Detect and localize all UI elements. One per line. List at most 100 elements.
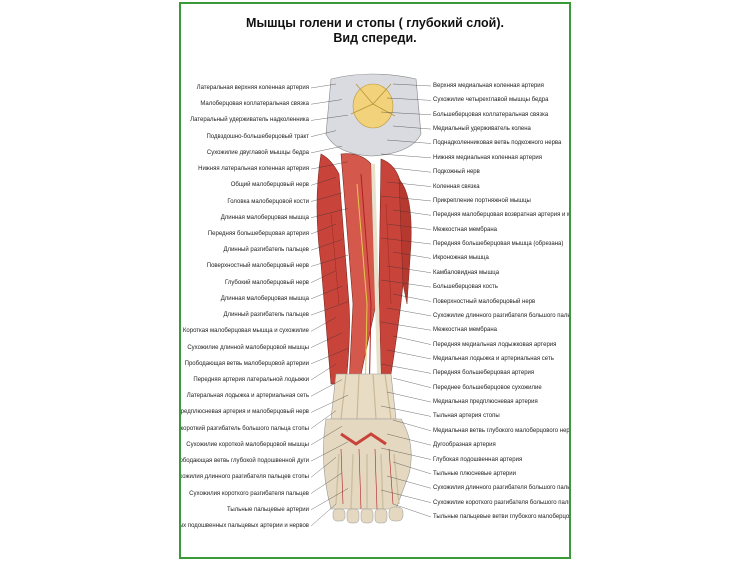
label-right-10: Межкостная мембрана bbox=[433, 226, 497, 233]
label-left-3: Подвздошно-большеберцовый тракт bbox=[206, 133, 309, 140]
leader-line bbox=[392, 251, 432, 259]
artery bbox=[360, 173, 372, 405]
leader-line bbox=[310, 208, 349, 218]
label-right-4: Поднадколенниковая ветвь подкожного нерв… bbox=[433, 140, 562, 147]
label-right-9: Передняя малоберцовая возвратная артерия… bbox=[433, 212, 571, 219]
tibia bbox=[371, 163, 381, 375]
leader-line bbox=[392, 377, 432, 388]
label-right-24: Медиальная ветвь глубокого малоберцового… bbox=[433, 427, 571, 434]
leader-line bbox=[380, 363, 432, 374]
leader-line bbox=[386, 139, 432, 144]
label-left-2: Латеральный удерживатель надколенника bbox=[190, 117, 309, 124]
label-right-18: Передняя медиальная лодыжковая артерия bbox=[433, 341, 557, 348]
label-left-20: Латеральная предплюсневая артерия и мало… bbox=[179, 409, 309, 416]
label-left-24: Сухожилия длинного разгибателя пальцев с… bbox=[179, 474, 309, 481]
leader-line bbox=[310, 114, 349, 121]
label-left-10: Длинный разгибатель пальцев bbox=[223, 247, 310, 254]
label-right-14: Большеберцовая кость bbox=[433, 284, 498, 291]
leader-line bbox=[392, 461, 432, 475]
label-right-23: Тыльная артерия стопы bbox=[433, 413, 500, 420]
leader-line bbox=[310, 130, 337, 137]
leader-line bbox=[380, 237, 432, 245]
leader-line bbox=[310, 379, 343, 397]
label-left-8: Длинная малоберцовая мышца bbox=[220, 214, 309, 221]
patella bbox=[352, 83, 394, 129]
leader-line bbox=[380, 489, 432, 503]
label-left-14: Длинный разгибатель пальцев bbox=[223, 312, 310, 319]
leader-line bbox=[392, 209, 432, 216]
leader-line bbox=[392, 335, 432, 345]
leader-line bbox=[380, 195, 432, 202]
leader-line bbox=[310, 99, 343, 105]
leader-line bbox=[310, 441, 349, 462]
leader-line bbox=[310, 223, 337, 235]
leader-line bbox=[310, 348, 349, 364]
label-left-21: Короткий разгибатель пальцев и короткий … bbox=[180, 425, 309, 432]
label-left-4: Сухожилие двуглавой мышцы бедра bbox=[206, 149, 309, 156]
label-right-16: Сухожилие длинного разгибателя большого … bbox=[433, 312, 571, 319]
leader-line bbox=[310, 363, 337, 381]
leader-line bbox=[386, 97, 432, 101]
label-right-5: Нижняя медиальная коленная артерия bbox=[433, 154, 543, 161]
label-right-30: Тыльные пальцевые ветви глубокого малобе… bbox=[433, 514, 570, 520]
foot-region bbox=[323, 418, 412, 524]
leader-line bbox=[310, 177, 337, 186]
leader-line bbox=[392, 125, 432, 130]
label-left-16: Сухожилие длинной малоберцовой мышцы bbox=[187, 344, 309, 351]
leader-line bbox=[310, 426, 343, 446]
leader-line bbox=[310, 332, 343, 348]
label-right-29: Сухожилие короткого разгибателя большого… bbox=[433, 499, 569, 506]
label-left-12: Глубокий малоберцовый нерв bbox=[224, 279, 309, 286]
label-right-2: Большеберцовая коллатеральная связка bbox=[433, 111, 549, 118]
leader-line bbox=[310, 239, 343, 251]
label-right-26: Глубокая подошвенная артерия bbox=[433, 456, 523, 463]
label-left-15: Короткая малоберцовая мышца и сухожилие bbox=[182, 328, 309, 335]
muscle-lateral bbox=[316, 153, 350, 385]
label-right-20: Передняя большеберцовая артерия bbox=[433, 370, 535, 377]
label-left-6: Общий малоберцовый нерв bbox=[230, 182, 309, 189]
leader-line bbox=[386, 307, 432, 317]
label-left-27: Ветви собственных подошвенных пальцевых … bbox=[179, 523, 309, 529]
leader-line bbox=[392, 293, 432, 302]
leg-foot-illustration bbox=[310, 73, 432, 527]
leader-line bbox=[380, 111, 432, 115]
leader-line bbox=[310, 83, 337, 89]
label-right-7: Коленная связка bbox=[433, 183, 480, 190]
leader-line bbox=[310, 301, 349, 316]
leader-line bbox=[386, 223, 432, 230]
leader-line bbox=[310, 317, 337, 332]
knee-region bbox=[325, 73, 422, 157]
leader-line bbox=[392, 503, 432, 518]
label-right-17: Межкостная мембрана bbox=[433, 327, 497, 334]
label-right-21: Переднее большеберцовое сухожилие bbox=[433, 384, 542, 391]
label-right-12: Икроножная мышца bbox=[433, 255, 489, 262]
label-right-22: Медиальная предплюсневая артерия bbox=[433, 399, 538, 406]
leader-line bbox=[386, 475, 432, 489]
title-line-2: Вид спереди. bbox=[333, 31, 417, 45]
leader-line bbox=[380, 447, 432, 460]
label-left-7: Головка малоберцовой кости bbox=[227, 198, 309, 205]
leader-line bbox=[310, 457, 337, 478]
label-right-28: Сухожилия длинного разгибателя большого … bbox=[433, 485, 571, 492]
leader-line bbox=[386, 181, 432, 187]
label-right-3: Медиальный удерживатель колена bbox=[433, 126, 531, 133]
label-right-8: Прикрепление портняжной мышцы bbox=[433, 197, 531, 204]
ankle-region bbox=[330, 373, 397, 420]
leader-line bbox=[380, 153, 432, 159]
leader-line bbox=[386, 391, 432, 403]
poster-title: Мышцы голени и стопы ( глубокий слой). В… bbox=[181, 16, 569, 46]
label-left-13: Длинная малоберцовая мышца bbox=[220, 295, 309, 302]
leader-line bbox=[386, 265, 432, 273]
label-right-25: Дугообразная артерия bbox=[433, 442, 496, 449]
leader-line bbox=[310, 146, 343, 154]
label-left-9: Передняя большеберцовая артерия bbox=[207, 231, 309, 237]
label-left-19: Латеральная лодыжка и артериальная сеть bbox=[186, 393, 309, 400]
leader-line bbox=[310, 394, 349, 413]
label-left-23: Задняя прободающая ветвь глубокой подошв… bbox=[179, 458, 309, 465]
leader-line bbox=[380, 321, 432, 331]
label-right-15: Поверхностный малоберцовый нерв bbox=[433, 298, 536, 305]
label-left-25: Сухожилия короткого разгибателя пальцев bbox=[189, 490, 309, 497]
label-right-27: Тыльные плюсневые артерии bbox=[433, 470, 516, 477]
label-left-26: Тыльные пальцевые артерии bbox=[227, 506, 309, 513]
label-right-11: Передняя большеберцовая мышца (обрезана) bbox=[433, 241, 564, 248]
